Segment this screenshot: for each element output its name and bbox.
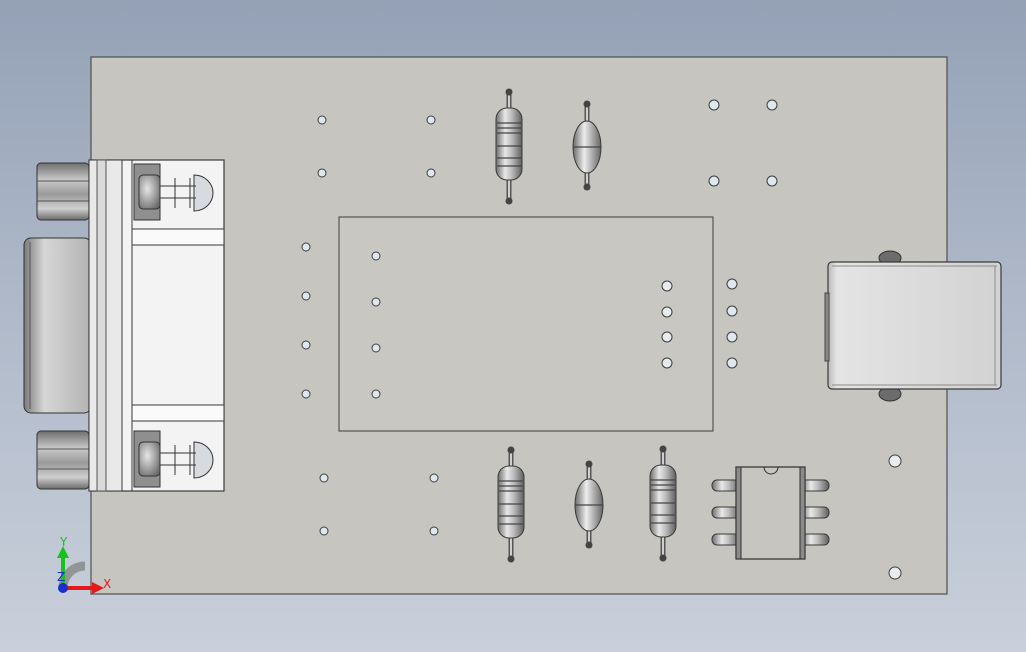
hole [301,389,311,399]
hole [661,331,673,343]
hole [661,357,673,369]
hole [317,168,327,178]
resistor[interactable] [649,445,677,562]
resistor[interactable] [495,88,523,205]
hole [661,280,673,292]
origin-dot [58,583,68,593]
db9-connector[interactable] [23,159,225,492]
capacitor[interactable] [574,460,604,549]
hole [301,340,311,350]
hole [429,526,439,536]
capacitor[interactable] [572,100,602,191]
hole [888,566,902,580]
center-module-outline[interactable] [338,216,714,432]
hole [708,99,720,111]
hole [708,175,720,187]
hole [661,306,673,318]
hole [888,454,902,468]
hole [766,99,778,111]
mounting-holes [301,99,902,580]
dip8-ic[interactable] [711,466,830,560]
hole [371,297,381,307]
axis-triad: Y X Z [57,535,111,594]
hole [726,331,738,343]
hole [726,278,738,290]
x-axis-label: X [103,577,111,591]
hole [726,357,738,369]
hole [319,526,329,536]
hole [371,389,381,399]
hole [319,473,329,483]
hole [426,168,436,178]
y-axis-label: Y [59,535,68,549]
hole [371,251,381,261]
usb-connector[interactable] [824,250,1002,402]
hole [371,343,381,353]
hole [429,473,439,483]
hole [426,115,436,125]
hole [301,291,311,301]
hole [726,305,738,317]
hole [766,175,778,187]
hole [301,242,311,252]
hole [317,115,327,125]
resistor[interactable] [497,446,525,563]
z-axis-label: Z [57,570,65,584]
